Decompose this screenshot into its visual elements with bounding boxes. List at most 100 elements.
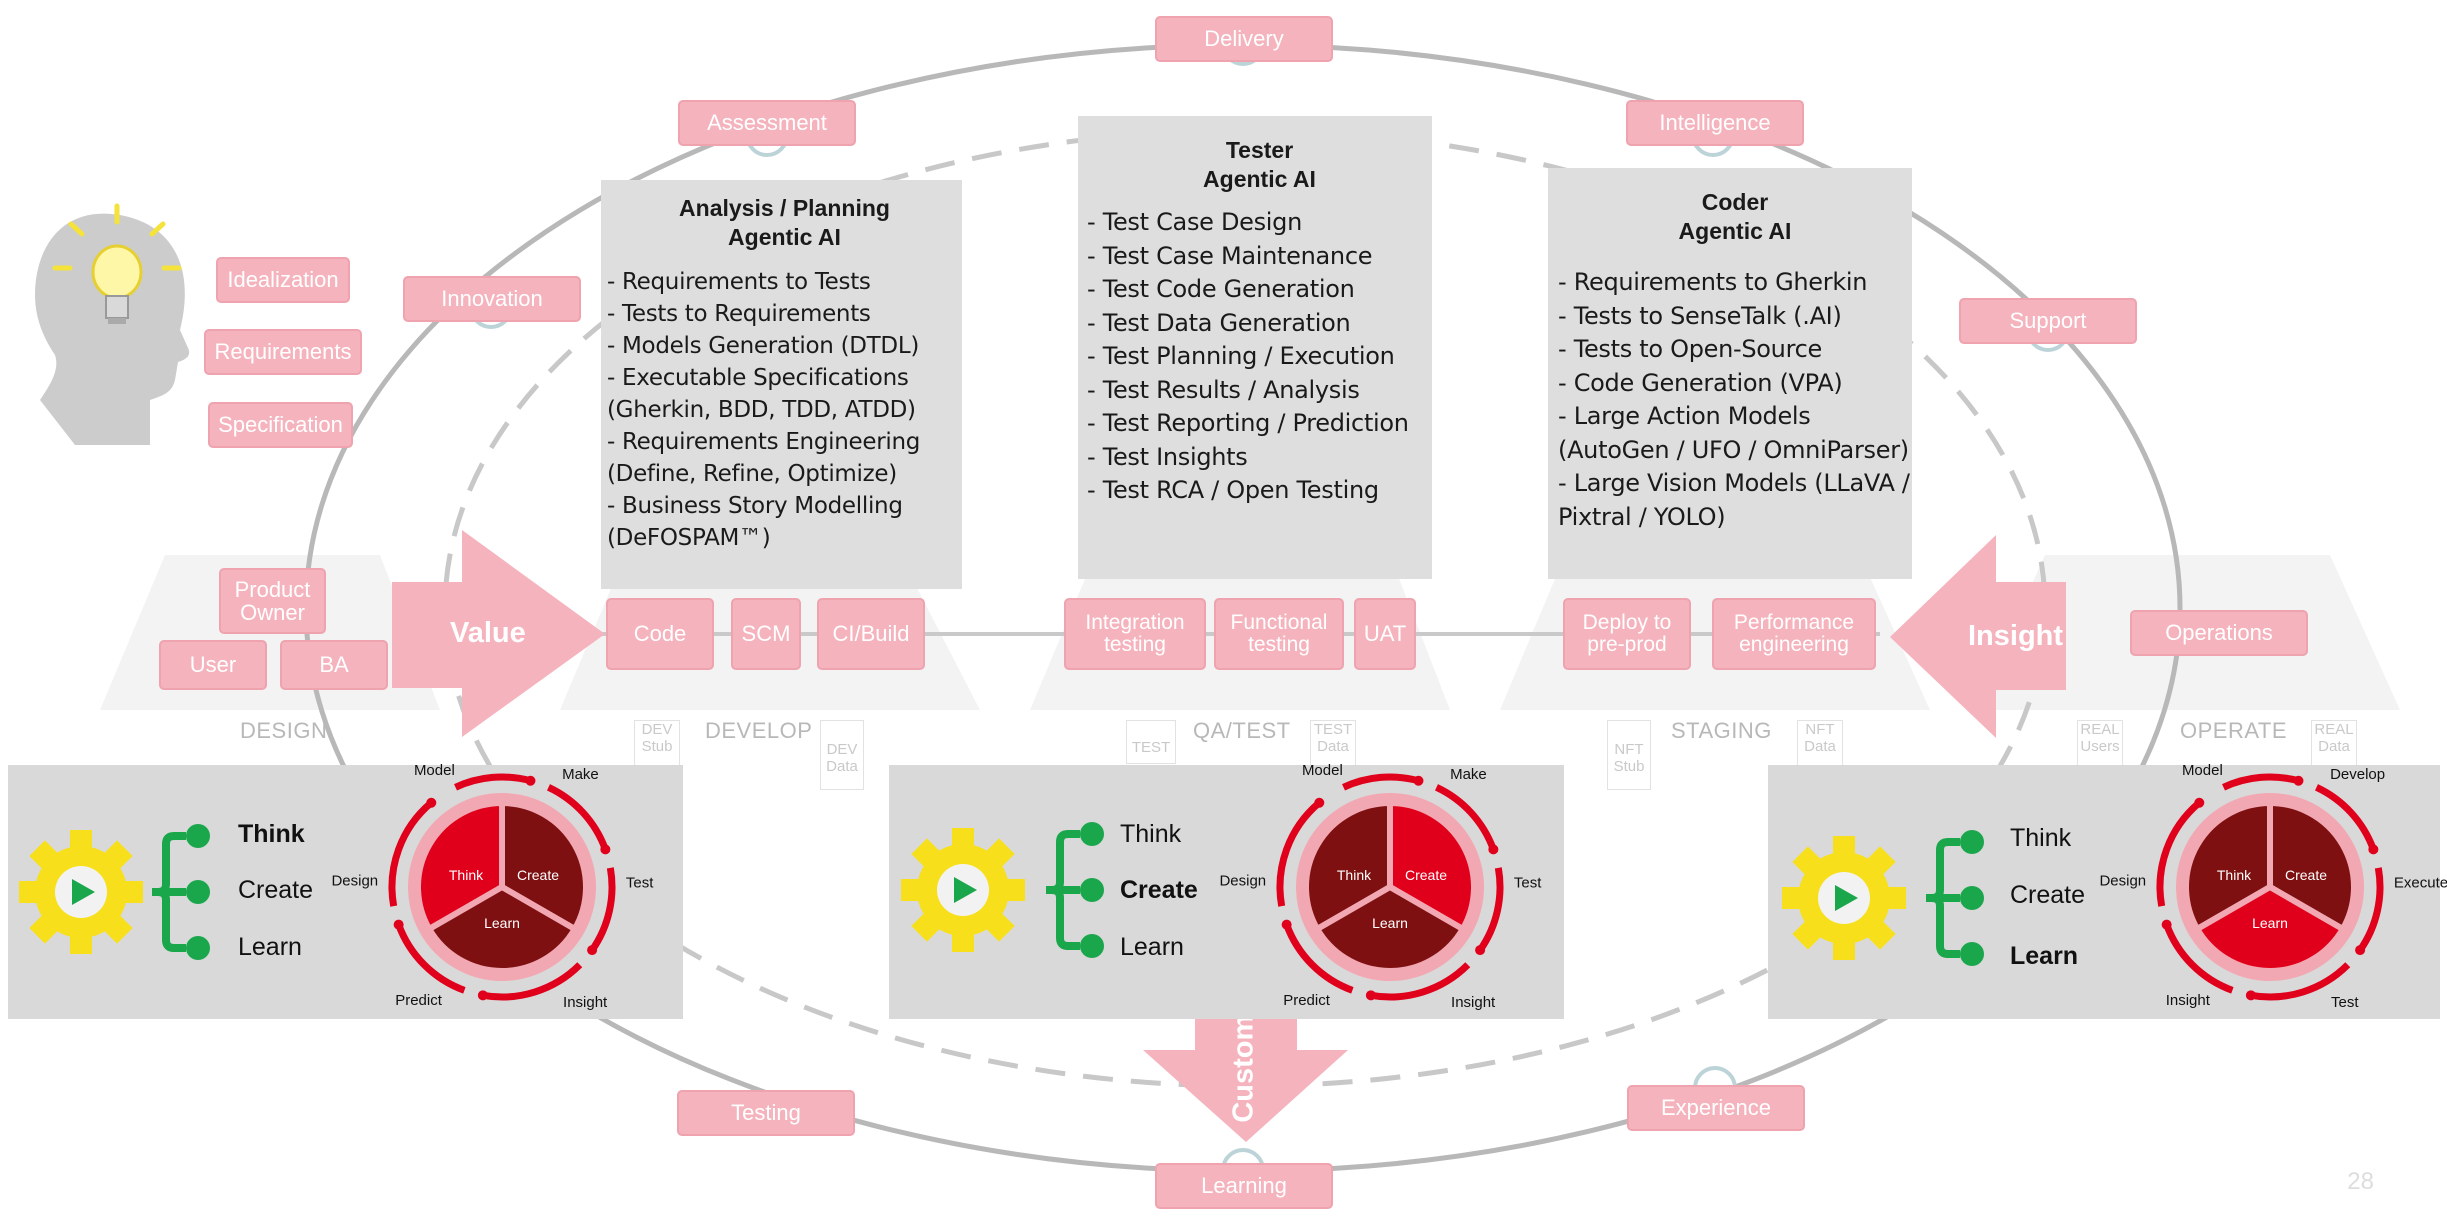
- list-item: - Test Case Maintenance: [1087, 241, 1373, 270]
- wheel-sector-learn: [425, 883, 579, 974]
- cycle-arrow-arc: [1434, 784, 1497, 851]
- dev-data-tag: DEV Data: [820, 720, 864, 790]
- cycle-arrow-arc: [1276, 800, 1322, 907]
- wheel-center-label: Think: [2217, 867, 2252, 883]
- cycle-arrow-head: [477, 990, 488, 1001]
- wheel-center-label: Learn: [484, 915, 520, 931]
- cycle-arrow-arc: [1342, 773, 1420, 791]
- tester-title-line2: Agentic AI: [1203, 166, 1316, 192]
- cycle-arrow-arc: [395, 923, 466, 994]
- insight-arrow: [1890, 535, 2066, 738]
- delivery-label: Delivery: [1155, 16, 1333, 62]
- tcl-learn-3: Learn: [2010, 942, 2079, 970]
- experience-label: Experience: [1627, 1085, 1805, 1131]
- tcl-learn-1: Learn: [238, 933, 302, 961]
- cycle-arrow-head: [2355, 945, 2366, 956]
- cycle-arrow-head: [2368, 844, 2379, 855]
- cycle-arrow-arc: [2250, 962, 2351, 1001]
- cycle-arrow-head: [1413, 775, 1424, 786]
- coder-list: - Requirements to Gherkin - Tests to Sen…: [1558, 266, 1912, 534]
- stage-design: DESIGN: [240, 718, 328, 743]
- page-number: 28: [2347, 1168, 2374, 1195]
- wheel-outer-label: Predict: [1283, 992, 1331, 1009]
- tcl-create-1: Create: [238, 876, 314, 904]
- tester-list: - Test Case Design - Test Case Maintenan…: [1087, 206, 1432, 508]
- real-data-tag: REAL Data: [2311, 720, 2357, 766]
- wheel-center-label: Learn: [1372, 915, 1408, 931]
- wheel-outer-label: Design: [331, 873, 378, 890]
- cycle-arrow-head: [587, 945, 598, 956]
- cycle-arrow-head: [1365, 990, 1376, 1001]
- wheel-outer-label: Insight: [1451, 994, 1496, 1011]
- performance-engineering-stage: Performance engineering: [1712, 598, 1876, 670]
- coder-title-line2: Agentic AI: [1678, 218, 1792, 244]
- wheel-sector-learn: [2193, 883, 2347, 975]
- nft-data-tag: NFT Data: [1797, 720, 1843, 766]
- wheel-outer-label: Insight: [2166, 992, 2211, 1009]
- wheel-center-label: Think: [449, 867, 484, 883]
- list-item: - Executable Specifications (Gherkin, BD…: [607, 365, 916, 423]
- cycle-arrow-head: [2194, 797, 2205, 808]
- cycle-arrow-head: [2161, 919, 2172, 930]
- intelligence-label: Intelligence: [1626, 100, 1804, 146]
- tcl-think-2: Think: [1120, 820, 1182, 848]
- cycle-arrow-arc: [589, 867, 616, 953]
- wheel-outer-label: Execute: [2394, 875, 2447, 892]
- list-item: - Requirements Engineering (Define, Refi…: [607, 429, 921, 487]
- list-item: - Test Results / Analysis: [1087, 375, 1360, 404]
- wheel-center-label: Think: [1337, 867, 1372, 883]
- test-tag: TEST: [1126, 720, 1176, 764]
- cycle-arrow-head: [1314, 797, 1325, 808]
- list-item: - Tests to SenseTalk (.AI): [1558, 301, 1842, 330]
- cycle-arrow-head: [2293, 775, 2304, 786]
- ba-label: BA: [280, 640, 388, 690]
- wheel-outer-label: Test: [1514, 875, 1542, 892]
- analysis-title-line2: Agentic AI: [728, 224, 841, 250]
- wheel-outer-label: Design: [2099, 873, 2146, 890]
- assessment-label: Assessment: [678, 100, 856, 146]
- wheel-outer-label: Design: [1219, 873, 1266, 890]
- list-item: - Tests to Open-Source: [1558, 335, 1822, 363]
- stage-develop: DEVELOP: [705, 718, 813, 743]
- cycle-arrow-arc: [388, 800, 434, 907]
- insight-arrow-label: Insight: [1968, 620, 2064, 652]
- cycle-arrow-arc: [2314, 784, 2377, 851]
- analysis-list: - Requirements to Tests - Tests to Requi…: [607, 266, 962, 554]
- list-item: - Business Story Modelling (DeFOSPAM™): [607, 493, 903, 551]
- user-label: User: [159, 640, 267, 690]
- wheel-outer-label: Develop: [2330, 766, 2385, 783]
- requirements-label: Requirements: [204, 329, 362, 375]
- wheel-center-label: Create: [517, 867, 559, 883]
- wheel-outer-label: Model: [1302, 762, 1343, 779]
- cycle-arrow-head: [1488, 844, 1499, 855]
- cycle-arrow-arc: [1370, 962, 1471, 1001]
- tcl-think-3: Think: [2010, 824, 2072, 852]
- nft-stub-tag: NFT Stub: [1607, 720, 1651, 790]
- cycle-arrow-head: [2245, 990, 2256, 1001]
- cycle-arrow-arc: [2222, 773, 2300, 791]
- analysis-title-line1: Analysis / Planning: [679, 195, 890, 221]
- ci-build-stage: CI/Build: [817, 598, 925, 670]
- value-arrow: [392, 530, 605, 737]
- cycle-arrow-arc: [1477, 867, 1504, 953]
- list-item: - Code Generation (VPA): [1558, 368, 1843, 397]
- stage-staging: STAGING: [1671, 718, 1772, 743]
- dev-stub-tag: DEV Stub: [634, 720, 680, 766]
- cycle-arrow-head: [525, 775, 536, 786]
- stage-qa-test: QA/TEST: [1193, 718, 1291, 743]
- testing-label: Testing: [677, 1090, 855, 1136]
- uat-stage: UAT: [1354, 598, 1416, 670]
- list-item: - Test Insights: [1087, 442, 1248, 471]
- list-item: - Models Generation (DTDL): [607, 333, 920, 359]
- cycle-arrow-arc: [454, 773, 532, 791]
- list-item: - Test Case Design: [1087, 208, 1303, 236]
- wheel-center-label: Learn: [2252, 915, 2288, 931]
- tcl-create-3: Create: [2010, 881, 2086, 909]
- innovation-label: Innovation: [403, 276, 581, 322]
- wheel-outer-label: Model: [414, 762, 455, 779]
